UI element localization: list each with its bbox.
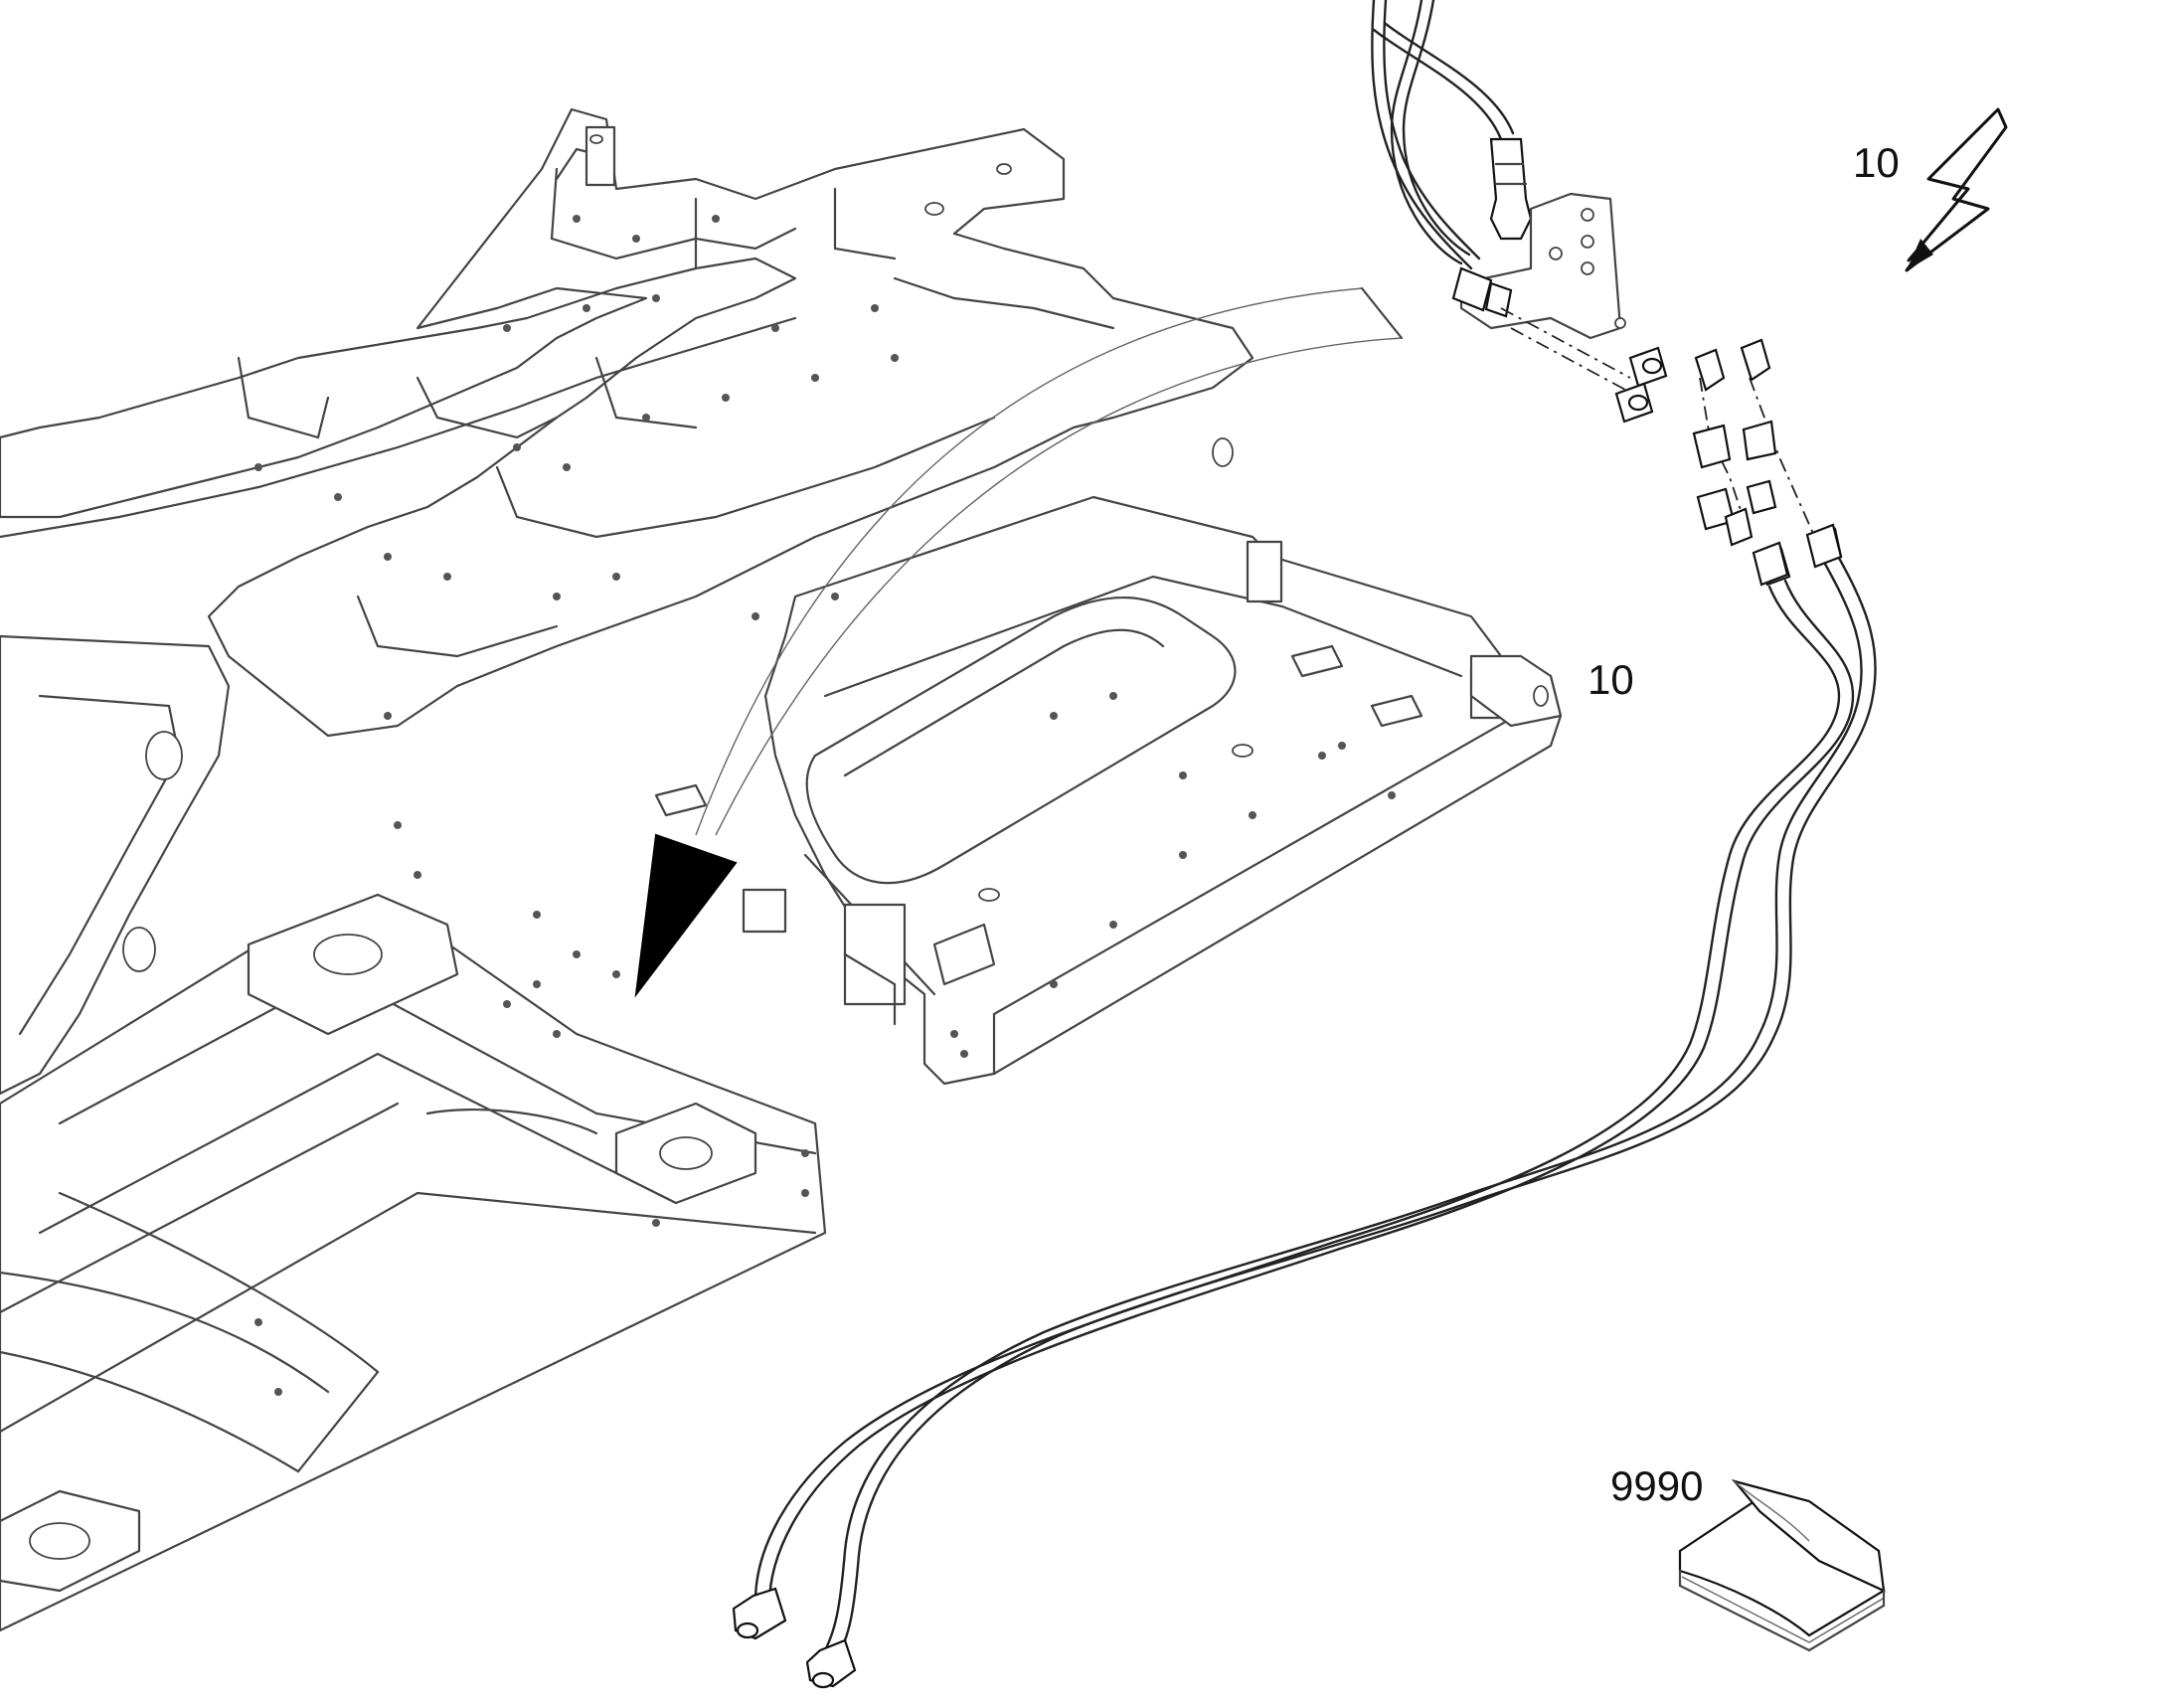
- hydraulic-hose-pair: [732, 523, 1877, 1689]
- lightning-bolt-icon: [1905, 107, 2008, 272]
- elbow-fittings: [1614, 338, 1843, 587]
- upper-hose-assembly: [1371, 0, 1626, 340]
- lower-frame: [0, 634, 827, 1632]
- fitting-callouts: [1500, 307, 1843, 587]
- manual-book-icon: [1678, 1479, 1887, 1652]
- electrical-reference-label: 10: [1853, 139, 1900, 186]
- harness-reference-label: 10: [1588, 656, 1634, 703]
- frame-fasteners: [254, 215, 1396, 1396]
- install-arrow: [634, 286, 1404, 998]
- manual-reference-label: 9990: [1610, 1462, 1704, 1509]
- right-panel-frame: [654, 495, 1563, 1086]
- upper-frame: [0, 107, 1276, 738]
